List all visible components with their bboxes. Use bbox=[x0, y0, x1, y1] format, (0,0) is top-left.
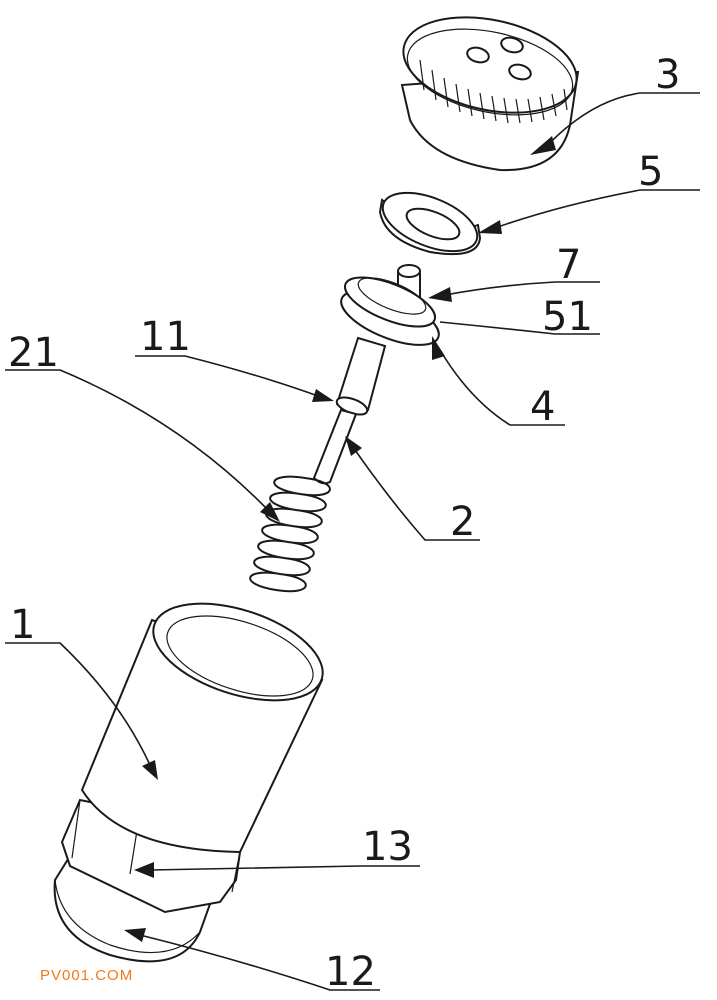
label-7: 7 bbox=[556, 242, 581, 288]
leader-lines bbox=[5, 92, 700, 991]
label-3: 3 bbox=[655, 52, 680, 98]
label-4: 4 bbox=[530, 384, 555, 430]
part-body bbox=[53, 602, 324, 963]
callout-labels: 3 5 7 51 11 21 4 2 1 13 12 bbox=[8, 52, 680, 995]
label-12: 12 bbox=[325, 949, 376, 995]
watermark-text: PV001.COM bbox=[40, 967, 133, 984]
label-13: 13 bbox=[362, 824, 413, 870]
knurl-lines bbox=[419, 59, 568, 124]
label-1: 1 bbox=[10, 602, 35, 648]
cap-holes bbox=[466, 36, 532, 81]
label-21: 21 bbox=[8, 330, 59, 376]
part-spring bbox=[249, 475, 331, 593]
label-2: 2 bbox=[450, 499, 475, 545]
part-valve-stem bbox=[312, 264, 440, 485]
label-51: 51 bbox=[542, 294, 593, 340]
part-washer bbox=[378, 191, 482, 256]
label-5: 5 bbox=[638, 149, 663, 195]
label-11: 11 bbox=[140, 314, 191, 360]
part-cap bbox=[400, 16, 580, 172]
